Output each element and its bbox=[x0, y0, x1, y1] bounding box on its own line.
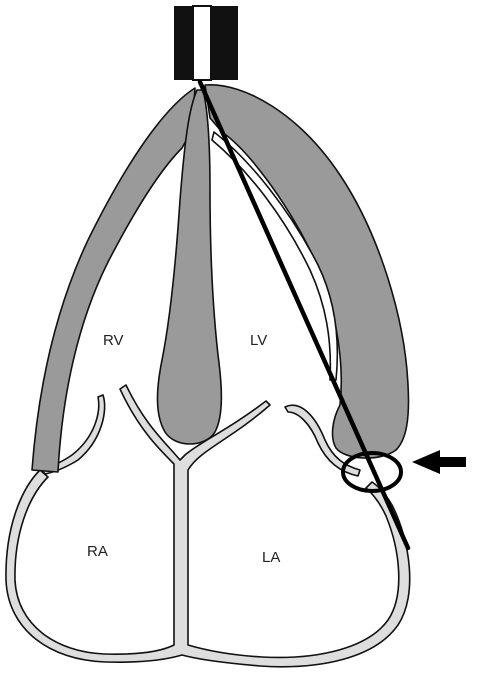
lv-free-wall bbox=[205, 85, 409, 458]
transducer-icon bbox=[174, 6, 238, 80]
label-la: LA bbox=[262, 549, 280, 566]
arrow-left-icon bbox=[412, 450, 466, 474]
label-ra: RA bbox=[87, 543, 108, 560]
label-lv: LV bbox=[250, 332, 267, 349]
label-rv: RV bbox=[103, 332, 124, 349]
ventricles bbox=[32, 85, 409, 472]
